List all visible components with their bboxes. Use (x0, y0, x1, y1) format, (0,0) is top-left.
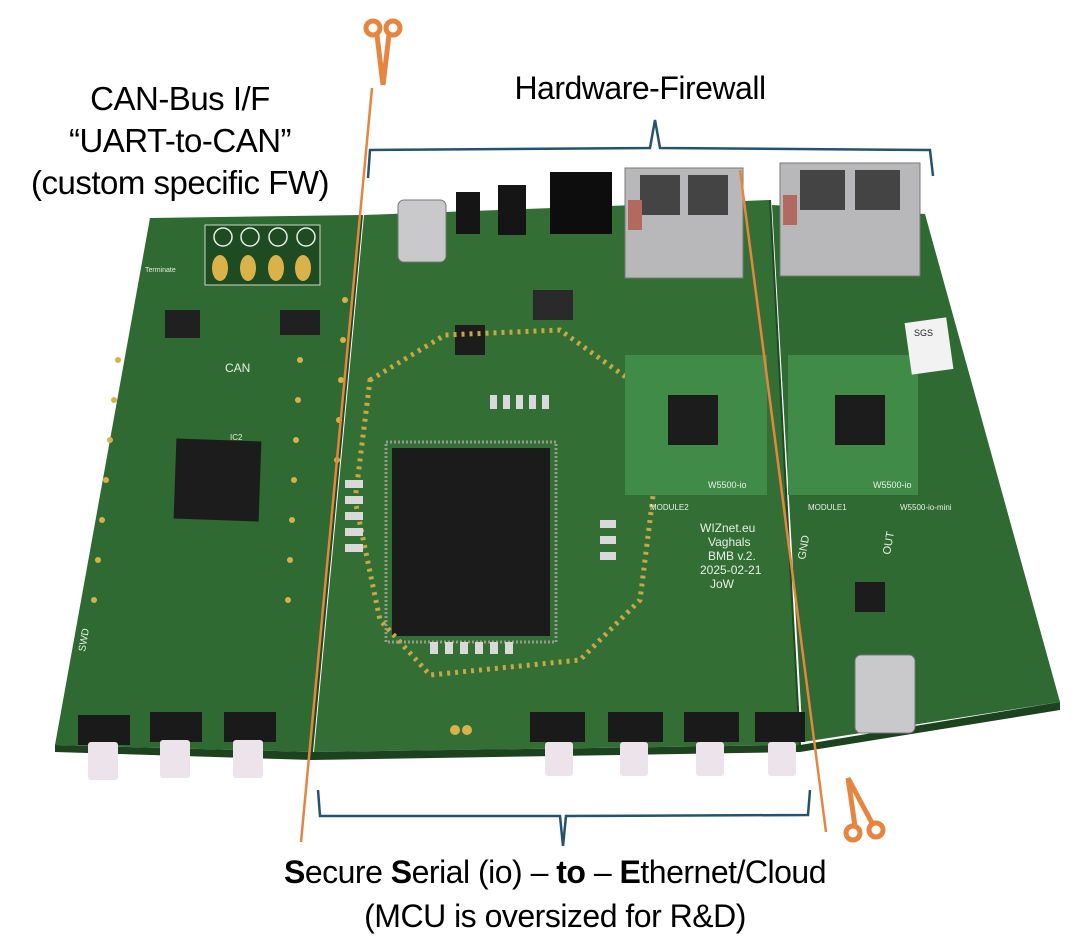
hardware-firewall-brace (366, 119, 935, 179)
ic2-chip (173, 438, 262, 522)
secure-serial-line1: Secure Serial (io) – to – Ethernet/Cloud (200, 850, 910, 894)
can-silk: CAN (225, 361, 250, 375)
secure-serial-brace (316, 789, 812, 847)
sgs-label: SGS (914, 328, 933, 338)
module2-silk: MODULE2 (650, 503, 689, 512)
silk-date: 2025-02-21 (700, 563, 762, 577)
silk-brand: WIZnet.eu (700, 521, 755, 535)
silk-author: JoW (710, 577, 735, 591)
push-buttons (78, 712, 805, 780)
text-w4: thernet/Cloud (640, 854, 827, 890)
out-silk: OUT (881, 530, 897, 555)
mcu-chip (392, 448, 550, 636)
can-bus-line2: “UART-to-CAN” (68, 122, 292, 159)
swd-silk: SWD (77, 628, 92, 653)
scissors-icon (363, 18, 403, 86)
text-w1: ecure (304, 854, 391, 890)
qr-label (904, 317, 954, 375)
module-1-label: W5500-io (708, 480, 747, 490)
module1-silk: MODULE1 (808, 503, 847, 512)
gold-pads (91, 297, 348, 603)
secure-serial-label: Secure Serial (io) – to – Ethernet/Cloud… (200, 850, 910, 938)
terminate-silk: Terminate (145, 267, 176, 274)
can-bus-line1: CAN-Bus I/F (90, 80, 270, 117)
text-w3: – (585, 854, 620, 890)
usb-c-port-2 (854, 654, 916, 734)
bold-s1: S (283, 854, 305, 890)
cut-line-left (299, 87, 374, 843)
w5500-module-2: W5500-io MODULE1 W5500-io-mini (788, 355, 952, 512)
dc-jack (550, 172, 612, 234)
bold-to: to (556, 854, 586, 890)
hardware-firewall-label: Hardware-Firewall (514, 70, 766, 106)
can-bus-label: CAN-Bus I/F “UART-to-CAN” (custom specif… (0, 78, 360, 204)
can-bus-line3: (custom specific FW) (30, 164, 330, 201)
ethernet-jack-1 (624, 167, 744, 279)
cut-line-right (738, 169, 828, 833)
mini-silk: W5500-io-mini (900, 503, 952, 512)
gnd-silk: GND (796, 534, 812, 560)
w5500-module-1: W5500-io MODULE2 (625, 355, 767, 512)
module-2-label: W5500-io (873, 480, 912, 490)
ethernet-jack-2 (779, 162, 921, 277)
usb-c-port (397, 199, 447, 263)
text-w2: erial (io) – (411, 854, 557, 890)
silk-name: Vaghals (708, 535, 750, 549)
bold-s2: S (390, 854, 412, 890)
silk-version: BMB v.2. (708, 549, 756, 563)
ic2-silk: IC2 (230, 433, 243, 442)
scissors-icon (843, 776, 886, 843)
secure-serial-line2: (MCU is oversized for R&D) (364, 898, 746, 934)
board-info-silk: WIZnet.eu Vaghals BMB v.2. 2025-02-21 Jo… (700, 521, 762, 591)
bold-e: E (619, 854, 641, 890)
